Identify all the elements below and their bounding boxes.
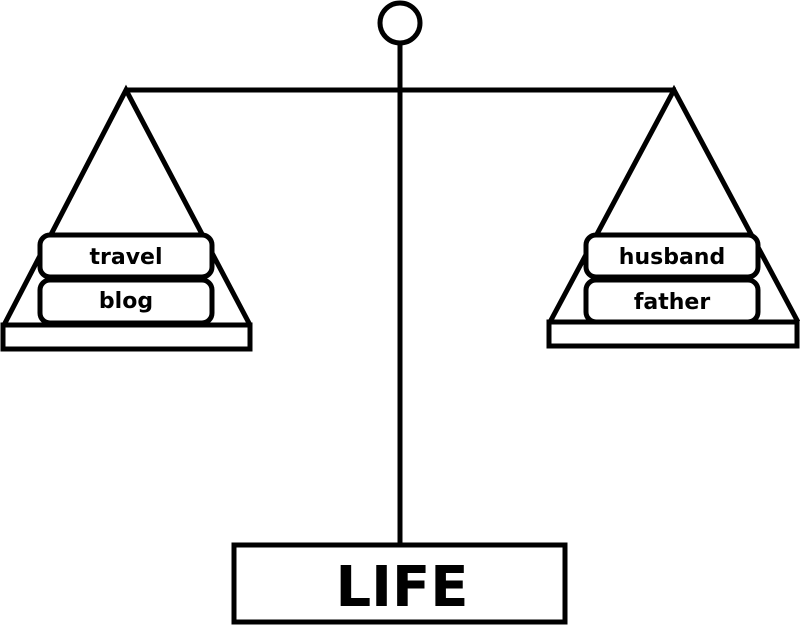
left-pan-item-bottom-label: blog <box>99 289 153 314</box>
right-pan-plate <box>546 319 800 349</box>
scale-base-label: LIFE <box>335 555 468 620</box>
right-pan-item-top: husband <box>583 232 761 280</box>
right-pan-item-bottom-label: father <box>634 290 711 315</box>
scale-base <box>231 542 568 625</box>
right-pan-item-bottom: father <box>583 277 761 325</box>
left-pan-plate <box>0 322 253 352</box>
left-pan-item-top-label: travel <box>89 245 162 270</box>
scale-top-knob <box>377 0 423 46</box>
right-pan-item-top-label: husband <box>619 245 725 270</box>
left-pan-item-bottom: blog <box>37 277 215 326</box>
left-pan-item-top: travel <box>37 232 215 280</box>
